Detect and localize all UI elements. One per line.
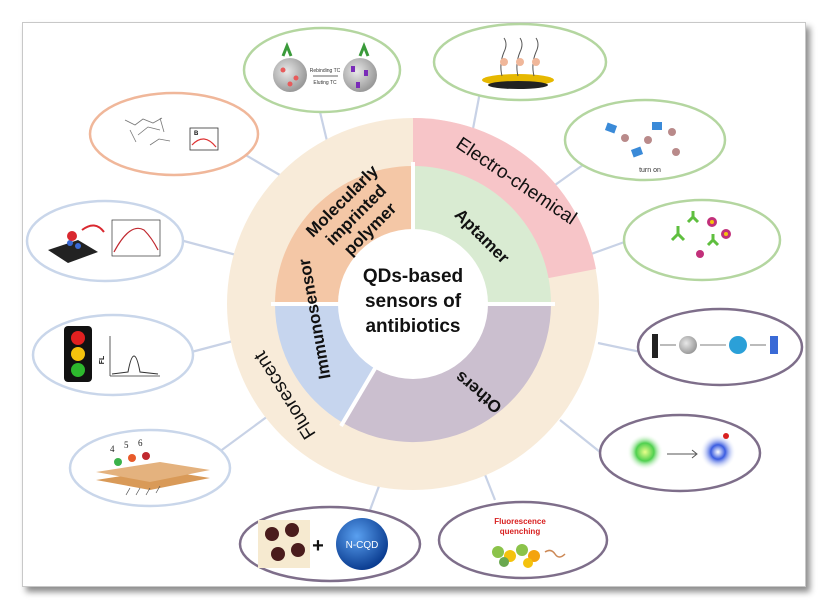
thumb-electrode	[432, 22, 608, 102]
center-title-line2: sensors of	[365, 291, 462, 312]
thumb-turn-on: turn on	[563, 98, 727, 182]
turn-on-text: turn on	[639, 167, 661, 174]
thumb-spectrum	[25, 199, 185, 283]
plus-sign: +	[312, 535, 324, 557]
center-title-line1: QDs-based	[363, 266, 463, 287]
thumb-mip-rebinding: Rebinding TC Eluting TC	[242, 26, 402, 114]
thumb-green-blue-qds	[598, 413, 762, 493]
thumb-aptamer-molecules	[622, 198, 782, 282]
inset-letter-b: B	[194, 131, 199, 137]
mip-eluting-text: Eluting TC	[313, 80, 337, 86]
center-title-line3: antibiotics	[365, 316, 460, 337]
center-hub	[338, 229, 488, 379]
thumb-layered-device: 4 5 6	[68, 428, 232, 508]
fluorescence-text-line1: Fluorescence	[494, 517, 546, 526]
layer-number-6: 6	[138, 438, 143, 448]
thumb-fluorescence-quenching: Fluorescence quenching	[437, 500, 609, 580]
thumb-traffic-light: FL	[31, 313, 195, 397]
mip-rebinding-text: Rebinding TC	[310, 68, 341, 74]
layer-number-4: 4	[110, 444, 115, 454]
thumb-sensing-scheme	[636, 307, 804, 387]
thumb-polymer-network: B	[88, 91, 260, 177]
thumb-ncqd: + N-CQD	[238, 505, 422, 583]
fl-axis-label: FL	[99, 355, 106, 364]
ncqd-label: N-CQD	[346, 540, 379, 551]
fluorescence-text-line2: quenching	[500, 527, 541, 536]
layer-number-5: 5	[124, 440, 129, 450]
